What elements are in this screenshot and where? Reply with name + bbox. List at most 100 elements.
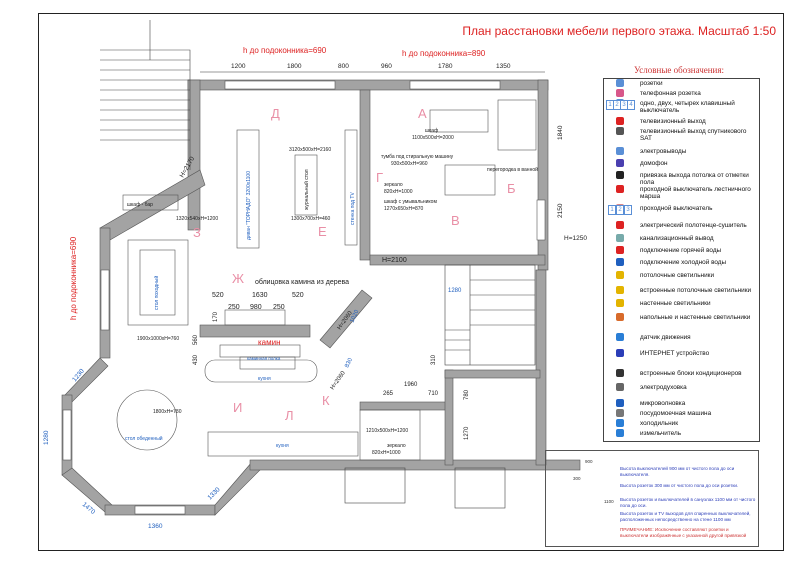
kamin-dim: 520 bbox=[292, 292, 304, 299]
room-letter: И bbox=[233, 400, 242, 415]
kamin-h: 430 bbox=[193, 354, 199, 365]
room-letter: В bbox=[451, 213, 460, 228]
dim-label: 1840 bbox=[557, 125, 564, 140]
furniture-label: шкаф с умывальником bbox=[384, 199, 437, 205]
legend-item: электродуховка bbox=[640, 384, 687, 391]
legend-item: домофон bbox=[640, 160, 668, 167]
dim-label: 960 bbox=[381, 63, 392, 70]
room-letter: Г bbox=[376, 170, 383, 185]
room-letter: Д bbox=[271, 106, 280, 121]
dim-label: 1020 bbox=[349, 309, 360, 324]
legend-item: микроволновка bbox=[640, 400, 686, 407]
kamin-sub: каминная полка bbox=[247, 356, 281, 361]
legend-item: розетки bbox=[640, 80, 663, 87]
sheet-frame bbox=[38, 13, 784, 551]
legend-symbol-icon bbox=[607, 79, 633, 89]
note-text: Высота выключателей 900 мм от чистого по… bbox=[620, 466, 735, 477]
furniture-label: 1320x540xH=1200 bbox=[176, 216, 218, 222]
legend-item: настенные светильники bbox=[640, 300, 711, 307]
sill-label: h до подоконника=890 bbox=[402, 49, 486, 58]
legend-item: потолочные светильники bbox=[640, 272, 715, 279]
legend-symbol-icon bbox=[607, 171, 633, 181]
furniture-label: 1270x650xH=870 bbox=[384, 206, 424, 212]
note-text: Высота розеток и выключателей в санузлах… bbox=[620, 497, 756, 508]
dim-label: 1200 bbox=[231, 63, 246, 70]
furniture-label: 1900x1000xH=760 bbox=[137, 336, 179, 342]
dim-label: 1470 bbox=[81, 501, 97, 516]
legend-symbol-icon bbox=[607, 349, 633, 359]
furniture-label: перегородка в ванной bbox=[487, 166, 538, 173]
legend-item: электровыводы bbox=[640, 148, 687, 155]
furniture-labels: шкаф - бар 1320x540xH=1200 диван "ТОРНАД… bbox=[125, 128, 538, 456]
furniture-label: шкаф - бар bbox=[127, 202, 153, 208]
legend-symbol-icon bbox=[607, 333, 633, 343]
legend-symbol-icon bbox=[607, 185, 633, 195]
room-letter: З bbox=[193, 225, 201, 240]
legend-item: канализационный вывод bbox=[640, 235, 714, 242]
room-letters: Д А Г Б В Е З Ж И К Л bbox=[193, 106, 516, 423]
furniture-label: стенка под TV bbox=[350, 192, 356, 225]
furniture-label: тумба под стиральную машину bbox=[381, 154, 454, 160]
room-letter: К bbox=[322, 393, 330, 408]
note-text: Высота розеток 300 мм от чистого пола до… bbox=[620, 483, 739, 488]
dim-label: 780 bbox=[464, 389, 470, 400]
furniture-label: 3120x500xH=2160 bbox=[289, 147, 331, 153]
dim-label: 1780 bbox=[438, 63, 453, 70]
furniture-label: диван "ТОРНАДО" 3200x1100 bbox=[246, 171, 252, 240]
sill-label: h до подоконника=690 bbox=[243, 46, 327, 55]
dim-label: 800 bbox=[338, 63, 349, 70]
legend-item: подключение холодной воды bbox=[640, 259, 727, 266]
legend-item: встроенные потолочные светильники bbox=[640, 287, 752, 294]
room-label: H=2100 bbox=[382, 257, 407, 264]
porch bbox=[100, 20, 506, 509]
dim-label: 1960 bbox=[404, 382, 418, 388]
room-letter: Ж bbox=[232, 271, 244, 286]
legend-symbol-icon bbox=[607, 159, 633, 169]
legend-item: телевизионный выход спутникового SAT bbox=[640, 128, 747, 142]
room-labels: H=2100 облицовка камина из дерева 520 16… bbox=[193, 257, 470, 449]
furniture bbox=[116, 99, 537, 461]
staircase bbox=[444, 264, 536, 366]
room-letter: Б bbox=[507, 181, 516, 196]
furniture-label: 1100x500xH=2000 bbox=[412, 135, 454, 141]
furniture-label: 820xH=1000 bbox=[372, 450, 401, 456]
kamin-label: камин bbox=[258, 338, 281, 347]
dim-label: 1270 bbox=[464, 426, 470, 440]
legend-symbol-icon bbox=[607, 313, 633, 323]
legend-symbol-icon bbox=[607, 117, 633, 127]
notes-panel bbox=[545, 450, 759, 547]
dim-label: H=2060 bbox=[330, 370, 347, 391]
furniture-label: зеркало bbox=[387, 443, 406, 449]
legend-symbol-icon bbox=[607, 383, 633, 393]
kamin-dim: 1630 bbox=[252, 292, 268, 299]
legend-item: посудомоечная машина bbox=[640, 410, 712, 417]
dim-label: 310 bbox=[431, 354, 437, 365]
switch-number-label: 1 bbox=[608, 205, 616, 215]
legend-item: встроенные блоки кондиционеров bbox=[640, 370, 742, 377]
legend-item: проходной выключатель лестничного марша bbox=[640, 186, 751, 200]
legend-title: Условные обозначения: bbox=[634, 65, 725, 75]
room-letter: А bbox=[418, 106, 427, 121]
switch-number-label: 3 bbox=[624, 205, 632, 215]
legend-symbol-icon bbox=[607, 299, 633, 309]
page-title: План расстановки мебели первого этажа. М… bbox=[462, 24, 776, 38]
note-mark: 900 bbox=[585, 459, 593, 464]
dim-label: 830 bbox=[344, 357, 354, 369]
legend-symbol-icon bbox=[607, 234, 633, 244]
furniture-label: 1210x500xH=1200 bbox=[366, 428, 408, 434]
dim-label: 710 bbox=[428, 391, 439, 397]
legend-item: напольные и настенные светильники bbox=[640, 314, 751, 321]
dim-label: 1800 bbox=[287, 63, 302, 70]
furniture-label: стол походный bbox=[153, 275, 160, 310]
furniture-label: шкаф bbox=[425, 128, 438, 134]
note-text: ПРИМЕЧАНИЕ: Исключение составляют розетк… bbox=[620, 527, 747, 538]
kamin-dim: 520 bbox=[212, 292, 224, 299]
room-letter: Е bbox=[318, 224, 327, 239]
legend-symbol-icon bbox=[607, 369, 633, 379]
legend-item: проходной выключатель bbox=[640, 205, 713, 212]
note-mark: 1100 bbox=[604, 499, 614, 504]
kamin-dim: 250 bbox=[273, 304, 285, 311]
legend-symbol-icon bbox=[607, 409, 633, 419]
legend-item: электрический полотенце-сушитель bbox=[640, 222, 747, 229]
